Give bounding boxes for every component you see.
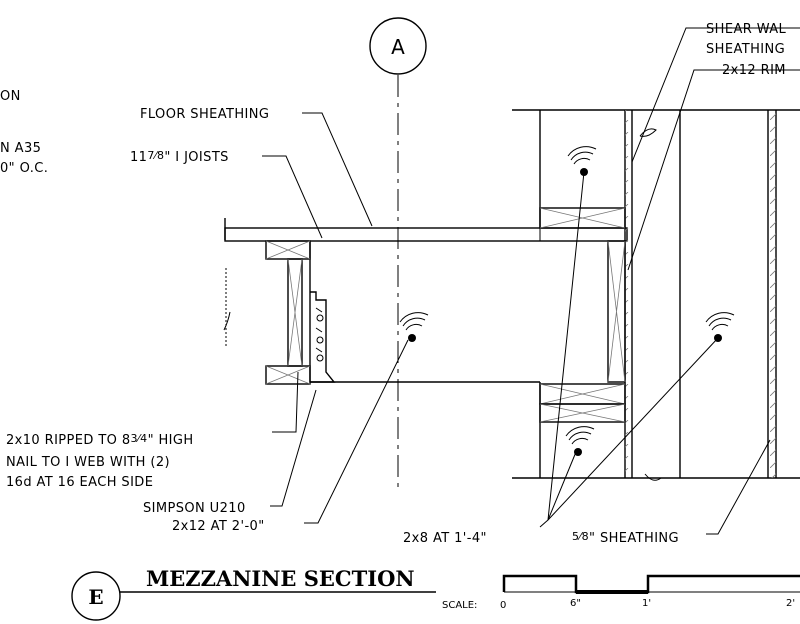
callout-shear-wall-2: SHEATHING: [706, 42, 785, 57]
callout-ripped-line-1: 2x10 RIPPED TO 83⁄4" HIGH: [6, 432, 194, 448]
callout-2x8: 2x8 AT 1'-4": [403, 531, 487, 546]
callout-shear-wall-1: SHEAR WAL: [706, 22, 787, 37]
lumber-symbol-3: [399, 312, 429, 342]
callout-sheathing: 5⁄8" SHEATHING: [572, 530, 679, 546]
lumber-symbol-4: [705, 312, 735, 342]
scale-tick-2ft: 2': [786, 598, 795, 609]
callout-2x12: 2x12 AT 2'-0": [172, 519, 265, 534]
callout-ripped-line-2: NAIL TO I WEB WITH (2): [6, 455, 170, 470]
floor-sheathing: [224, 227, 628, 242]
lumber-symbol-1: [567, 146, 597, 176]
lumber-symbol-2: [565, 426, 595, 456]
clipped-label-on: ON: [0, 89, 21, 104]
clipped-label-oc: 0" O.C.: [0, 161, 48, 176]
scale-tick-0: 0: [500, 600, 506, 611]
grid-bubble-a: A: [369, 17, 427, 75]
callout-i-joists: 117⁄8" I JOISTS: [130, 149, 229, 165]
callout-floor-sheathing: FLOOR SHEATHING: [140, 107, 269, 122]
wall-framing: [512, 109, 800, 481]
ripped-blocking: [265, 240, 311, 385]
simpson-hanger: [310, 291, 336, 383]
i-joist: [309, 210, 541, 383]
scale-tick-1ft: 1': [642, 598, 651, 609]
callout-simpson: SIMPSON U210: [143, 501, 246, 516]
scale-label: SCALE:: [442, 600, 477, 611]
scale-tick-6in: 6": [570, 598, 581, 609]
callout-rim: 2x12 RIM: [722, 63, 786, 78]
section-bubble-e: E: [71, 571, 121, 621]
leader-lines: [262, 27, 800, 535]
break-line-left: [223, 311, 231, 331]
graphic-scale: [502, 574, 800, 594]
grid-bubble-a-label: A: [391, 35, 405, 59]
section-title: MEZZANINE SECTION: [146, 566, 415, 591]
callout-ripped-line-3: 16d AT 16 EACH SIDE: [6, 475, 153, 490]
section-bubble-e-label: E: [88, 585, 103, 609]
clipped-label-a35: N A35: [0, 141, 41, 156]
